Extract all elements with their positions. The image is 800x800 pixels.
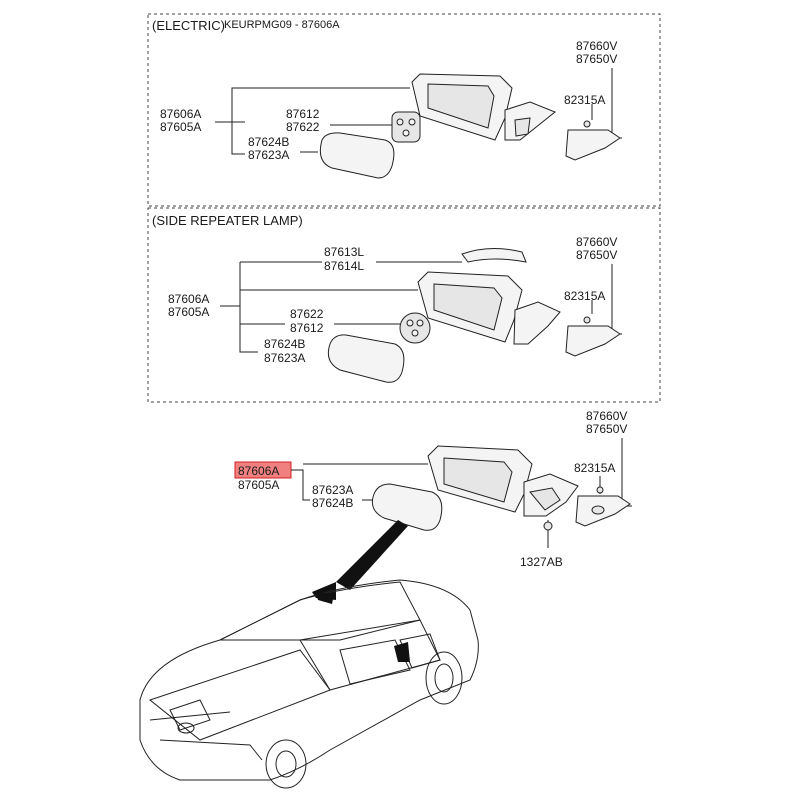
part-label-1327AB[interactable]: 1327AB: [520, 555, 563, 569]
mirror-housing-repeater: [417, 271, 561, 345]
part-label-82315A[interactable]: 82315A: [564, 289, 605, 303]
section-repeater-title: (SIDE REPEATER LAMP): [152, 213, 303, 228]
part-label-87624B[interactable]: 87624B: [264, 337, 305, 351]
mirror-housing-electric: [411, 73, 556, 141]
part-label-87623A[interactable]: 87623A: [312, 483, 353, 497]
nut-1327AB: [543, 521, 553, 531]
part-label-87612[interactable]: 87612: [286, 107, 320, 121]
part-label-87622[interactable]: 87622: [290, 307, 324, 321]
part-label-87623A[interactable]: 87623A: [264, 351, 305, 365]
part-label-87650V[interactable]: 87650V: [576, 248, 617, 262]
screw-82315A-main: [596, 486, 604, 494]
part-label-87660V[interactable]: 87660V: [586, 409, 627, 423]
part-label-87606A-highlighted[interactable]: 87606A: [238, 464, 279, 478]
part-label-87660V[interactable]: 87660V: [576, 235, 617, 249]
screw-82315A-electric: [583, 120, 591, 128]
cover-87660V-repeater: [565, 325, 621, 357]
cover-87660V-electric: [565, 129, 621, 161]
part-label-87614L[interactable]: 87614L: [324, 259, 364, 273]
part-label-87622[interactable]: 87622: [286, 120, 320, 134]
part-label-87605A[interactable]: 87605A: [160, 120, 201, 134]
part-label-87606A[interactable]: 87606A: [160, 107, 201, 121]
car-roof-marker: [316, 592, 334, 604]
mirror-housing-main: [427, 445, 579, 517]
part-label-87650V[interactable]: 87650V: [586, 422, 627, 436]
part-label-82315A[interactable]: 82315A: [574, 461, 615, 475]
car-illustration: [139, 579, 479, 789]
screw-82315A-repeater: [583, 316, 591, 324]
repeater-lamp-87613L: [461, 248, 527, 263]
actuator-87612: [391, 111, 421, 143]
lamp-lens-main: [591, 505, 605, 515]
part-label-87660V[interactable]: 87660V: [576, 39, 617, 53]
actuator-87612-repeater: [399, 312, 431, 344]
part-label-87624B[interactable]: 87624B: [248, 135, 289, 149]
part-label-87650V[interactable]: 87650V: [576, 52, 617, 66]
section-electric-title: (ELECTRIC): [152, 18, 225, 33]
location-pointer: [336, 520, 408, 590]
part-label-87612[interactable]: 87612: [290, 321, 324, 335]
mirror-glass-electric: [319, 132, 395, 179]
mirror-glass-repeater: [327, 334, 405, 383]
section-repeater-frame: [147, 207, 661, 403]
vehicle-code: KEURPMG09 - 87606A: [224, 19, 340, 31]
part-label-87605A[interactable]: 87605A: [238, 478, 279, 492]
part-label-87606A[interactable]: 87606A: [168, 292, 209, 306]
section-electric-frame: [147, 13, 661, 207]
part-label-87623A[interactable]: 87623A: [248, 148, 289, 162]
part-label-87613L[interactable]: 87613L: [324, 245, 364, 259]
part-label-82315A[interactable]: 82315A: [564, 93, 605, 107]
car-mirror-marker: [394, 642, 410, 662]
mirror-glass-main: [371, 483, 443, 531]
part-label-87605A[interactable]: 87605A: [168, 305, 209, 319]
part-label-87624B[interactable]: 87624B: [312, 496, 353, 510]
